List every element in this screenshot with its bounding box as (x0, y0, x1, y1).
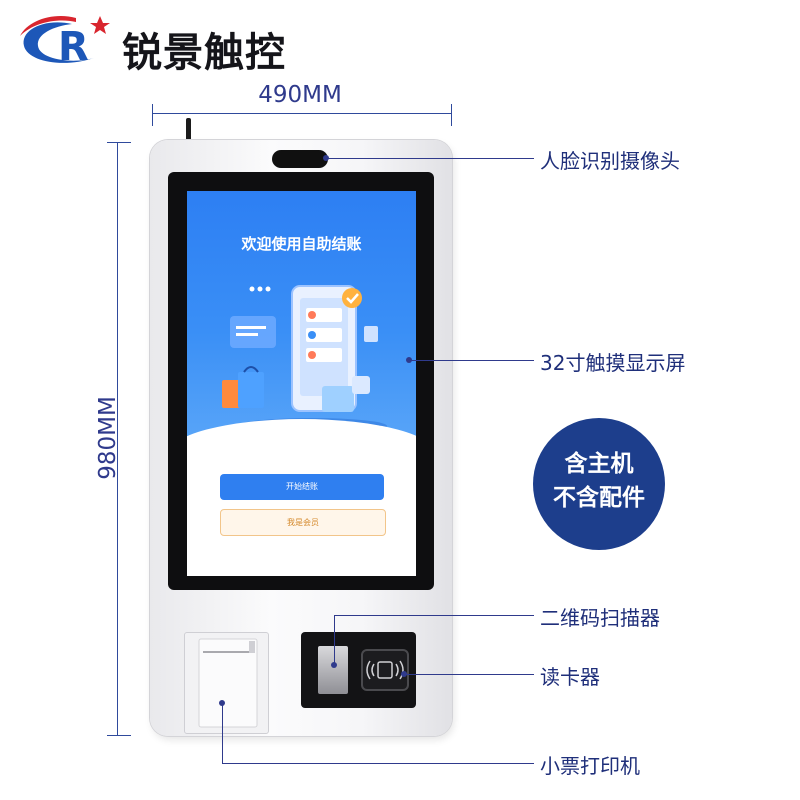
display-callout-line (409, 360, 534, 361)
height-dimension-label: 980MM (95, 396, 121, 480)
card-reader-callout-label: 读卡器 (540, 665, 600, 689)
height-dimension-tick-top (107, 142, 131, 143)
card-reader (361, 649, 409, 691)
width-dimension-tick-right (451, 104, 452, 126)
screen-title: 欢迎使用自助结账 (241, 235, 362, 253)
width-dimension-tick-left (152, 104, 153, 126)
badge-line-1: 含主机 (564, 451, 634, 477)
scanner-callout-line (334, 615, 534, 616)
face-camera (272, 150, 328, 168)
badge-line-2: 不含配件 (553, 485, 645, 511)
scanner-callout-dot (331, 662, 337, 668)
card-reader-callout-line (404, 674, 534, 675)
checkout-illustration-icon (222, 285, 387, 434)
host-badge: 含主机 不含配件 (533, 418, 665, 550)
scanner-callout-vertical (334, 615, 335, 665)
camera-callout-label: 人脸识别摄像头 (540, 149, 680, 173)
qr-scanner-window (318, 646, 348, 694)
brand-name: 锐景触控 (122, 30, 286, 76)
printer-callout-vertical (222, 703, 223, 763)
brand-logo-letter: R (58, 24, 89, 70)
printer-slot-icon (198, 638, 258, 728)
brand-header: R 锐景触控 (14, 10, 314, 76)
height-dimension-tick-bottom (107, 735, 131, 736)
receipt-printer (184, 632, 269, 734)
height-dimension-line (117, 142, 118, 736)
printer-callout-label: 小票打印机 (540, 754, 640, 778)
display-callout-label: 32寸触摸显示屏 (540, 351, 686, 375)
brand-logo-icon: R (20, 16, 110, 70)
camera-callout-line (326, 158, 534, 159)
screen-wave (187, 419, 416, 479)
member-button[interactable]: 我是会员 (220, 509, 386, 536)
width-dimension-line (152, 113, 452, 114)
nfc-icon (366, 660, 404, 680)
kiosk-screen: 欢迎使用自助结账 开始结账 我是会员 (187, 191, 416, 576)
antenna (186, 118, 191, 148)
width-dimension-label: 490MM (258, 82, 342, 108)
start-checkout-button[interactable]: 开始结账 (220, 474, 384, 500)
scanner-callout-label: 二维码扫描器 (540, 606, 660, 630)
printer-callout-line (222, 763, 534, 764)
